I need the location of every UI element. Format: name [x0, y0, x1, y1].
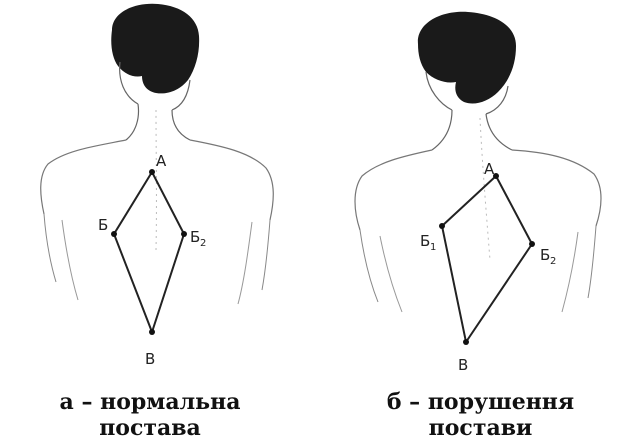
point-label-b1: Б [98, 216, 108, 234]
caption-line-2: постава [0, 415, 300, 441]
point-label-b2: Б [540, 246, 550, 264]
figure-normal-posture: А Б Б 2 В [41, 4, 274, 368]
point-label-b1: Б [420, 232, 430, 250]
point-label-v: В [458, 356, 468, 374]
caption-line-2: постави [330, 415, 631, 441]
caption-line-1: б – порушення [330, 389, 631, 415]
point-label-b2-sub: 2 [200, 238, 206, 249]
neck-normal [126, 104, 190, 140]
point-label-a: А [156, 152, 167, 170]
caption-posture-disorder: б – порушення постави [330, 389, 631, 441]
point-label-b1-sub: 1 [430, 242, 436, 253]
body-outline-disorder [355, 150, 601, 230]
point-label-a: А [484, 160, 495, 178]
caption-normal-posture: а – нормальна постава [0, 389, 300, 441]
hair-normal [111, 4, 199, 94]
posture-diamond-disorder [442, 176, 532, 342]
point-label-b2: Б [190, 228, 200, 246]
figure-posture-disorder: А Б 1 Б 2 В [355, 12, 601, 374]
posture-diamond-normal [114, 172, 184, 332]
neck-disorder [432, 110, 512, 150]
hair-disorder [418, 12, 516, 104]
point-label-b2-sub: 2 [550, 256, 556, 267]
point-label-v: В [145, 350, 155, 368]
caption-line-1: а – нормальна [0, 389, 300, 415]
